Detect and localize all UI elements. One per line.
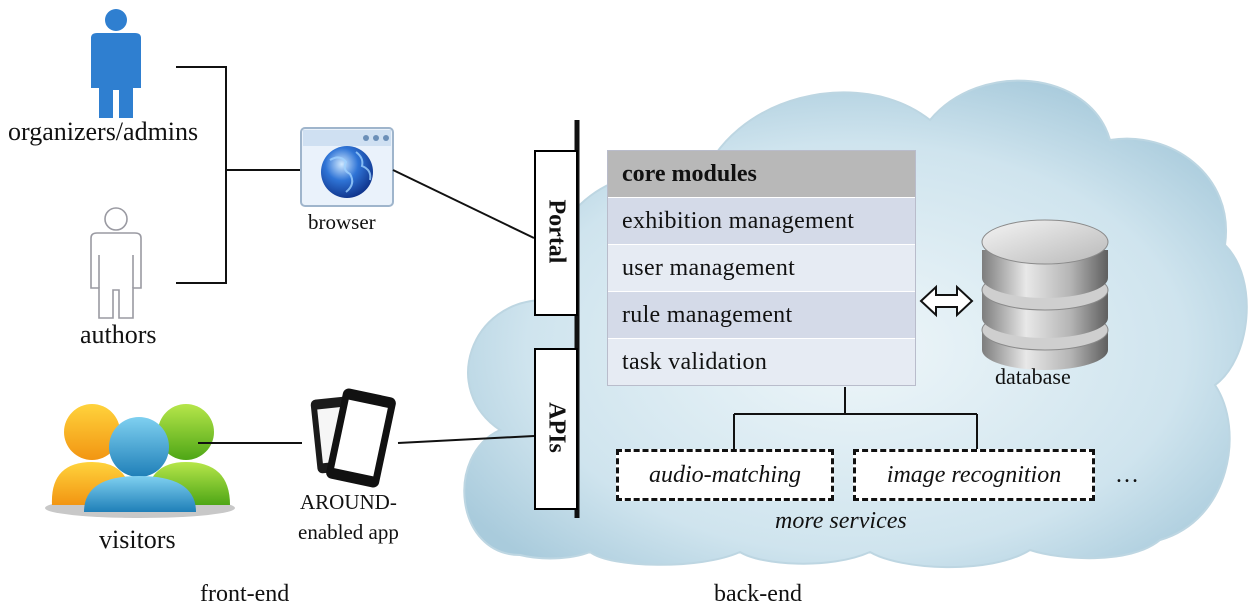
module-rule-management: rule management (608, 291, 915, 338)
portal-label: Portal (543, 199, 570, 264)
apis-interface: APIs (534, 348, 578, 510)
authors-label: authors (80, 320, 157, 349)
visitors-label: visitors (99, 525, 176, 554)
database-icon (981, 219, 1109, 370)
database-label: database (995, 364, 1071, 389)
app-label-line2: enabled app (298, 520, 399, 544)
app-label-line1: AROUND- (300, 490, 397, 514)
browser-label: browser (308, 210, 376, 234)
mobile-app-icon (310, 388, 396, 488)
browser-to-portal-line (392, 169, 535, 239)
module-task-validation: task validation (608, 338, 915, 385)
services-connector (733, 387, 978, 450)
users-connector (176, 66, 300, 284)
author-person-icon (90, 207, 142, 319)
app-to-apis-line (397, 435, 535, 444)
organizer-person-icon (91, 9, 141, 118)
core-modules-panel: core modules exhibition management user … (607, 150, 916, 386)
visitors-group-icon (45, 404, 235, 518)
service-image-recognition: image recognition (853, 449, 1095, 501)
frontend-label: front-end (200, 581, 290, 607)
organizers-label: organizers/admins (8, 117, 199, 146)
more-services-caption: more services (775, 508, 907, 534)
backend-label: back-end (714, 581, 802, 607)
apis-label: APIs (543, 402, 570, 453)
core-modules-title: core modules (608, 151, 915, 197)
module-user-management: user management (608, 244, 915, 291)
module-exhibition-management: exhibition management (608, 197, 915, 244)
browser-icon (300, 127, 394, 207)
service-audio-matching: audio-matching (616, 449, 834, 501)
portal-interface: Portal (534, 150, 578, 316)
services-ellipsis: … (1115, 462, 1139, 488)
modules-database-double-arrow (919, 284, 974, 318)
